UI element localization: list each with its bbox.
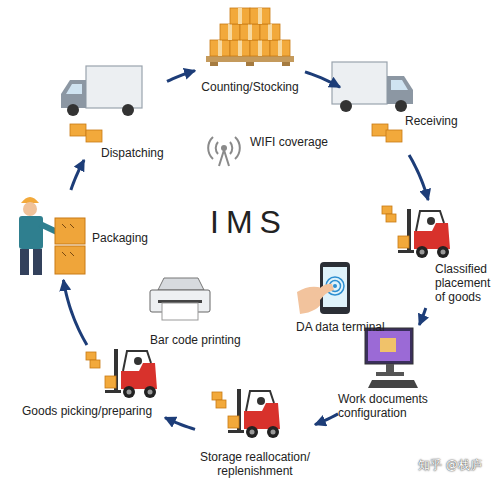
- process-stage: Receiving: [340, 55, 470, 155]
- dispatching-truck: [67, 104, 79, 116]
- receiving-truck: [340, 100, 352, 112]
- cycle-arrow: [63, 280, 87, 345]
- stage-label: Dispatching: [101, 146, 167, 160]
- office-monitor: [365, 328, 418, 388]
- dispatching-truck: [86, 130, 102, 142]
- receiving-truck: [386, 130, 402, 142]
- stacked-boxes: [270, 40, 290, 56]
- wifi-symbol: [216, 142, 218, 154]
- dispatching-truck: [122, 104, 134, 116]
- receiving-truck: [391, 80, 408, 90]
- stacked-boxes: [230, 8, 250, 24]
- wifi-caption: WIFI coverage: [250, 135, 328, 149]
- cycle-arrow: [305, 72, 340, 87]
- packing-worker: [23, 202, 37, 216]
- stage-label: Packaging: [92, 231, 152, 245]
- packing-worker: [33, 249, 42, 275]
- cycle-arrow: [71, 160, 84, 190]
- stage-label: Goods picking/preparing: [22, 404, 165, 418]
- process-stage: Work documents configuration: [338, 325, 445, 420]
- stage-label: Classified placement of goods: [435, 262, 498, 304]
- stacked-boxes: [250, 40, 270, 56]
- stage-label: Receiving: [405, 114, 465, 128]
- dispatching-truck: [61, 80, 86, 108]
- forklift-icon: [382, 206, 392, 214]
- packing-worker: [55, 246, 85, 274]
- process-stage: Classified placement of goods: [390, 200, 498, 308]
- packing-worker: [20, 249, 29, 275]
- forklift-icon: [386, 214, 396, 222]
- process-stage: Dispatching: [55, 60, 167, 160]
- stacked-boxes: [260, 24, 280, 40]
- barcode-printer: [158, 278, 204, 290]
- device-caption: Bar code printing: [150, 333, 241, 347]
- office-monitor: [380, 338, 396, 352]
- stacked-boxes: [206, 56, 294, 62]
- receiving-truck: [332, 62, 387, 104]
- packing-worker: [40, 224, 57, 232]
- cycle-arrow: [165, 418, 195, 430]
- packing-worker: [62, 224, 74, 256]
- process-stage: Counting/Stocking: [195, 0, 305, 95]
- system-title: IMS: [210, 204, 288, 240]
- process-stage: Goods picking/preparing: [20, 345, 165, 420]
- stacked-boxes: [250, 8, 270, 24]
- receiving-truck: [387, 76, 413, 104]
- receiving-truck: [395, 100, 407, 112]
- stacked-boxes: [210, 40, 230, 56]
- office-monitor: [368, 380, 418, 388]
- device-caption: DA data terminal: [296, 320, 385, 334]
- dispatching-truck: [66, 84, 82, 94]
- packing-worker: [55, 218, 85, 244]
- stacked-boxes: [220, 24, 240, 40]
- office-monitor: [386, 364, 394, 372]
- process-stage: Storage reallocation/ replenishment: [195, 378, 315, 482]
- forklift-icon: [212, 392, 222, 400]
- barcode-printer: [150, 278, 210, 320]
- forklift-icon: [228, 389, 280, 438]
- wifi-symbol: [208, 137, 240, 166]
- wifi-symbol: [208, 137, 213, 159]
- forklift-icon: [398, 209, 450, 258]
- stacked-boxes: [246, 62, 254, 66]
- forklift-icon: [105, 349, 157, 398]
- forklift-icon: [216, 400, 226, 408]
- packing-worker: [19, 216, 43, 249]
- stacked-boxes: [282, 62, 290, 66]
- forklift-icon: [382, 206, 450, 258]
- stacked-boxes: [230, 40, 250, 56]
- wifi-symbol: [235, 137, 240, 159]
- forklift-icon: [212, 389, 280, 438]
- wifi-symbol: [221, 145, 227, 151]
- cycle-arrow: [167, 71, 195, 82]
- office-monitor: [376, 372, 404, 376]
- stage-label: Work documents configuration: [338, 392, 445, 420]
- handheld-terminal: [333, 284, 337, 288]
- stage-label: Counting/Stocking: [195, 80, 305, 94]
- forklift-icon: [86, 349, 157, 398]
- handheld-terminal: [314, 284, 334, 300]
- stage-label: Storage reallocation/ replenishment: [195, 450, 315, 478]
- cycle-arrow: [419, 308, 425, 325]
- dispatching-truck: [86, 66, 142, 108]
- wifi-symbol: [219, 150, 229, 166]
- watermark: 知乎 @栈庐: [418, 458, 482, 472]
- packing-worker: [19, 197, 85, 275]
- dispatching-truck: [70, 124, 86, 136]
- stacked-boxes: [210, 62, 218, 66]
- handheld-terminal: [297, 262, 350, 314]
- barcode-printer: [162, 303, 198, 320]
- office-monitor: [368, 331, 410, 361]
- cycle-arrow: [409, 155, 428, 200]
- forklift-icon: [86, 352, 96, 360]
- process-stage: Packaging: [2, 190, 152, 280]
- receiving-truck: [332, 62, 413, 142]
- wifi-symbol: [230, 142, 232, 154]
- forklift-icon: [90, 360, 100, 368]
- dispatching-truck: [61, 66, 142, 142]
- cycle-arrow: [315, 414, 338, 425]
- stacked-boxes: [240, 24, 260, 40]
- stacked-boxes: [206, 8, 294, 66]
